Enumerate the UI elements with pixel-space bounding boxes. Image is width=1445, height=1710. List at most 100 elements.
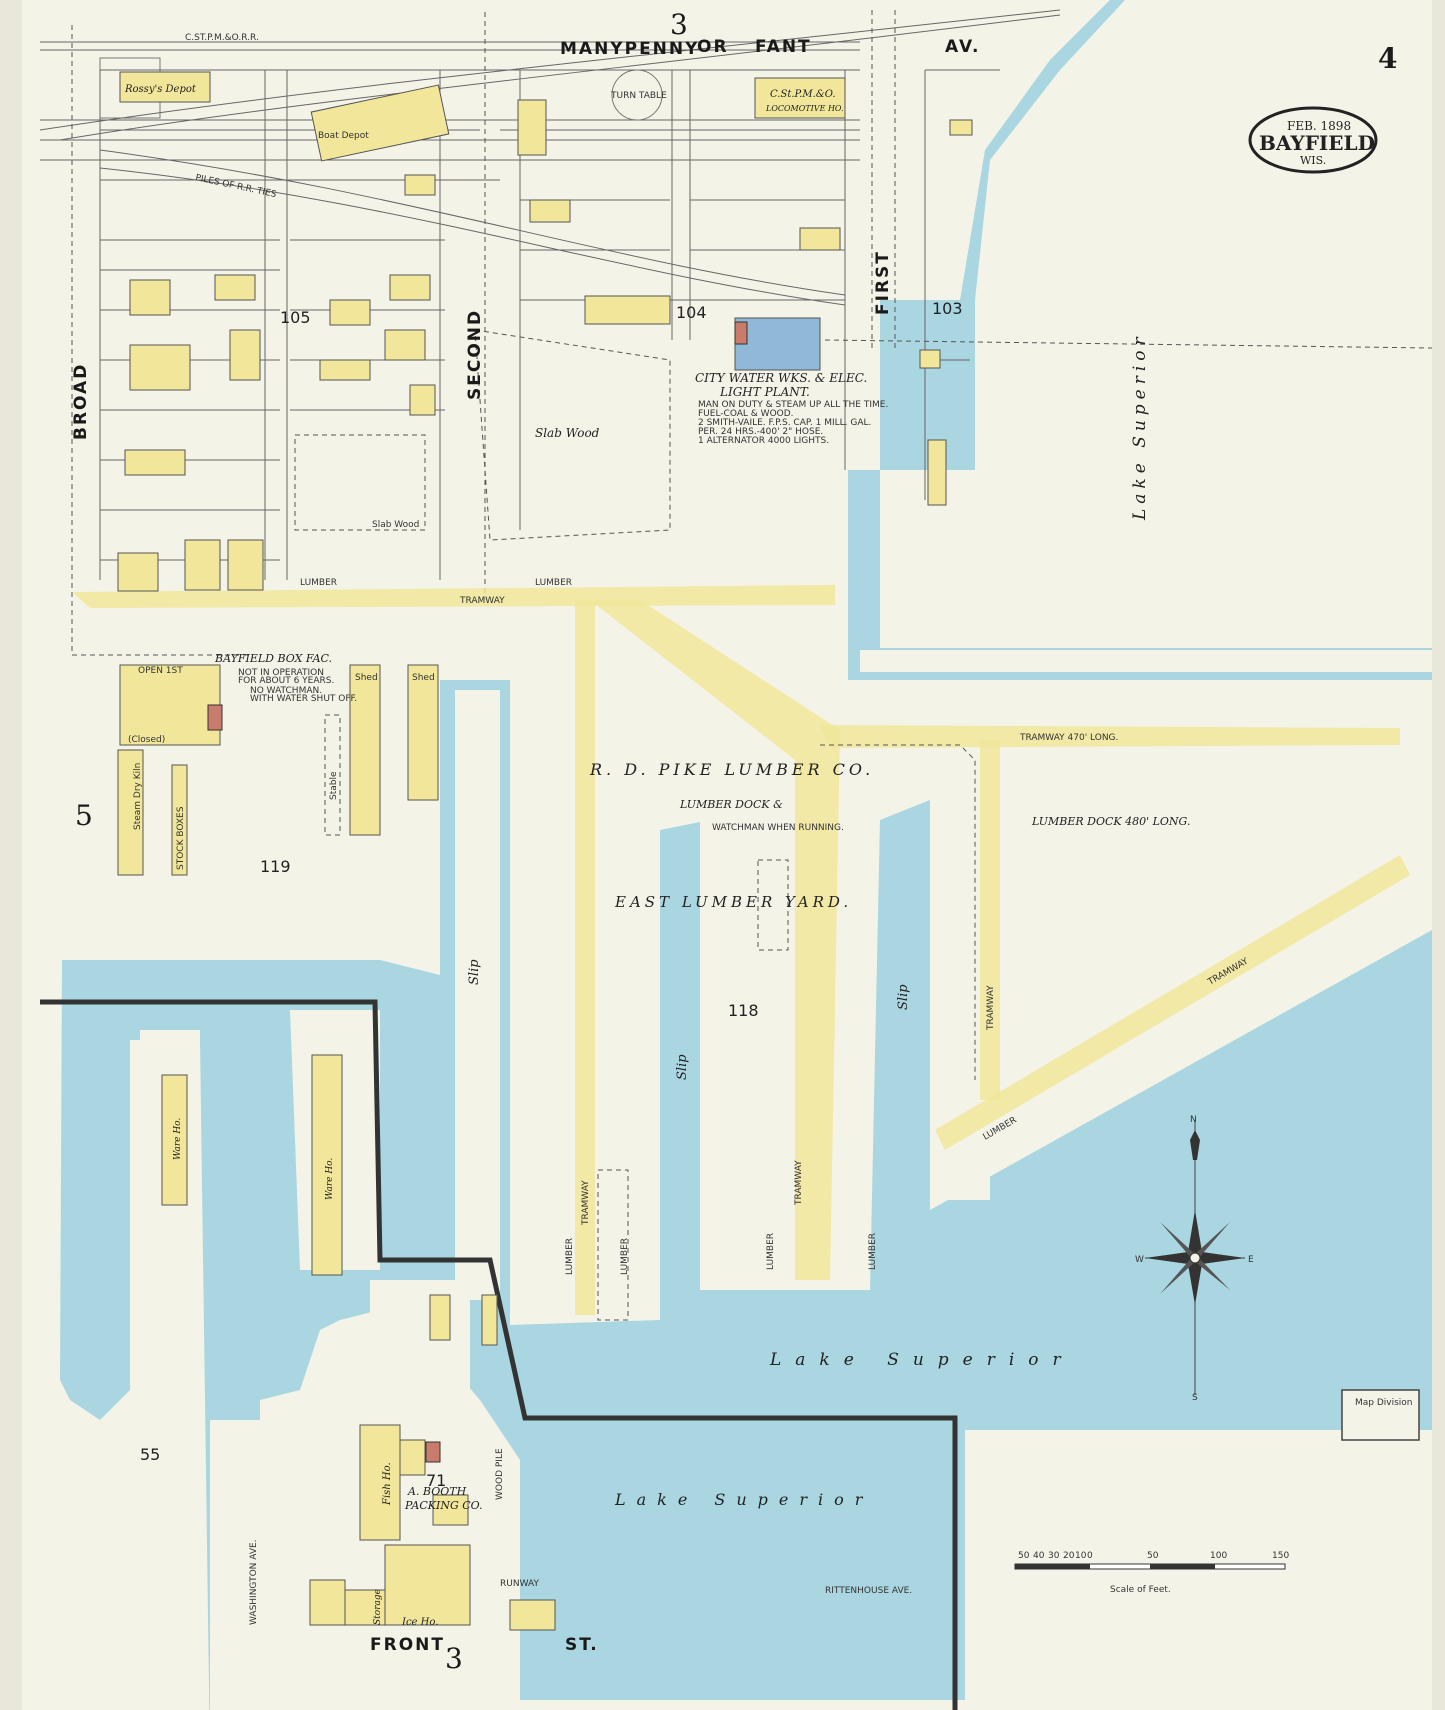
- railroad-label: C.ST.P.M.&O.R.R.: [185, 33, 259, 43]
- sheet-ref-bottom: 3: [445, 1642, 463, 1675]
- sheet-ref-left: 5: [75, 799, 93, 832]
- scale-tick-1: 40: [1033, 1551, 1045, 1561]
- box-factory-label: BAYFIELD BOX FAC.: [214, 652, 332, 665]
- badge-city: BAYFIELD: [1259, 131, 1375, 155]
- lake-superior-label-2: Lake Superior: [769, 1350, 1075, 1370]
- land-southwest: [22, 970, 140, 1710]
- scale-tick-8: 150: [1272, 1551, 1289, 1561]
- tramway-label-2: TRAMWAY: [581, 1180, 591, 1226]
- scale-title: Scale of Feet.: [1110, 1585, 1171, 1595]
- slip-label-2: Slip: [675, 1054, 690, 1080]
- land-south: [210, 1420, 300, 1710]
- open-1st-label: OPEN 1ST: [138, 666, 183, 676]
- scale-tick-4: 10: [1075, 1551, 1087, 1561]
- slab-wood-label: Slab Wood: [535, 426, 600, 440]
- fish-ho-label: Fish Ho.: [382, 1462, 393, 1506]
- lumber-label-4: LUMBER: [620, 1238, 630, 1275]
- sheet-badge-oval: [1248, 106, 1378, 174]
- scale-tick-2: 30: [1048, 1551, 1060, 1561]
- lake-superior-label-1: Lake Superior: [1130, 332, 1150, 521]
- sheet-ref-top: 3: [670, 8, 688, 41]
- ware-ho-label-2: Ware Ho.: [325, 1158, 335, 1200]
- slab-wood-label-2: Slab Wood: [372, 520, 419, 530]
- compass-e: E: [1248, 1255, 1254, 1265]
- badge-date: FEB. 1898: [1287, 119, 1351, 133]
- scale-bar: [1014, 1563, 1286, 1570]
- scale-tick-3: 20: [1063, 1551, 1075, 1561]
- east-yard-label: EAST LUMBER YARD.: [614, 893, 852, 911]
- tramways: [72, 585, 1410, 1315]
- street-fant: FANT: [755, 37, 812, 57]
- water-works-note-2: FUEL-COAL & WOOD.: [698, 409, 794, 419]
- ware-ho-label-1: Ware Ho.: [173, 1118, 183, 1160]
- lumber-label-5: LUMBER: [766, 1233, 776, 1270]
- shed-label-2: Shed: [412, 673, 435, 683]
- watchman-label: WATCHMAN WHEN RUNNING.: [712, 823, 844, 833]
- pier-land-4: [515, 580, 990, 1315]
- lumber-label-6: LUMBER: [868, 1233, 878, 1270]
- lumber-label-2: LUMBER: [535, 578, 572, 588]
- stock-boxes-label: STOCK BOXES: [176, 806, 186, 870]
- pike-label: R. D. PIKE LUMBER CO.: [589, 760, 874, 779]
- block-71: 71: [426, 1471, 446, 1490]
- street-grid: [39, 9, 1433, 656]
- ice-ho-label: Ice Ho.: [401, 1617, 438, 1628]
- lumber-dock-long-label: LUMBER DOCK 480' LONG.: [1031, 815, 1190, 828]
- street-front: FRONT: [370, 1635, 445, 1655]
- box-note-4: WITH WATER SHUT OFF.: [250, 694, 357, 704]
- light-plant-label: LIGHT PLANT.: [719, 385, 810, 399]
- block-104: 104: [676, 303, 707, 322]
- block-103: 103: [932, 299, 963, 318]
- pier-land-3: [455, 690, 500, 1300]
- library-stamp: [1341, 1389, 1420, 1441]
- block-105: 105: [280, 308, 311, 327]
- compass-n: N: [1190, 1115, 1197, 1125]
- street-second: SECOND: [465, 309, 485, 400]
- locomotive-label: C.St.P.M.&O.: [770, 89, 836, 100]
- box-note-1: NOT IN OPERATION: [238, 668, 324, 678]
- water-works-note-5: 1 ALTERNATOR 4000 LIGHTS.: [698, 436, 829, 446]
- street-st: ST.: [565, 1635, 599, 1655]
- wood-pile-label: WOOD PILE: [495, 1448, 505, 1500]
- compass-w: W: [1135, 1255, 1144, 1265]
- dry-kiln-label: Steam Dry Kiln: [133, 763, 143, 830]
- tramway-long-label: TRAMWAY 470' LONG.: [1019, 733, 1118, 743]
- locomotive-label-2: LOCOMOTIVE HO.: [765, 104, 844, 113]
- packing-label: PACKING CO.: [404, 1499, 483, 1512]
- lumber-label-1: LUMBER: [300, 578, 337, 588]
- storage-label: Storage: [373, 1589, 383, 1625]
- street-or: OR: [697, 37, 729, 57]
- lake-superior-label-3: Lake Superior: [614, 1490, 873, 1509]
- tramway-label-1: TRAMWAY: [459, 596, 505, 606]
- booth-label: A. BOOTH: [407, 1485, 467, 1498]
- sheet-number: 4: [1378, 42, 1397, 75]
- lumber-dock-label: LUMBER DOCK &: [679, 798, 783, 811]
- tramway-label-4: TRAMWAY: [986, 985, 996, 1031]
- stamp-text: Map Division: [1355, 1398, 1413, 1408]
- scale-tick-0: 50: [1018, 1551, 1030, 1561]
- badge-state: WIS.: [1300, 154, 1326, 167]
- tramway-label-3: TRAMWAY: [794, 1160, 804, 1206]
- street-rittenhouse: RITTENHOUSE AVE.: [825, 1586, 912, 1596]
- stable-label: Stable: [329, 771, 339, 800]
- street-manypenny: MANYPENNY: [560, 39, 699, 59]
- water-works-label: CITY WATER WKS. & ELEC.: [695, 371, 867, 385]
- bulkhead-line-west: [40, 999, 958, 1710]
- turn-table-label: TURN TABLE: [610, 91, 667, 101]
- slip-label-1: Slip: [467, 959, 482, 985]
- boat-depot-label: Boat Depot: [318, 131, 369, 141]
- lumber-label-3: LUMBER: [565, 1238, 575, 1275]
- closed-label: (Closed): [128, 735, 165, 745]
- water-works-note-1: MAN ON DUTY & STEAM UP ALL THE TIME.: [698, 400, 888, 410]
- slip-label-3: Slip: [896, 984, 911, 1010]
- buildings: [117, 71, 973, 1631]
- water-works-note-4: PER. 24 HRS.-400' 2" HOSE.: [698, 427, 823, 437]
- box-note-3: NO WATCHMAN.: [250, 686, 322, 696]
- street-washington: WASHINGTON AVE.: [249, 1539, 259, 1625]
- street-av: AV.: [945, 37, 980, 57]
- block-55: 55: [140, 1445, 160, 1464]
- runway-label: RUNWAY: [500, 1579, 539, 1589]
- rossys-depot-label: Rossy's Depot: [124, 84, 197, 95]
- scale-tick-7: 100: [1210, 1551, 1227, 1561]
